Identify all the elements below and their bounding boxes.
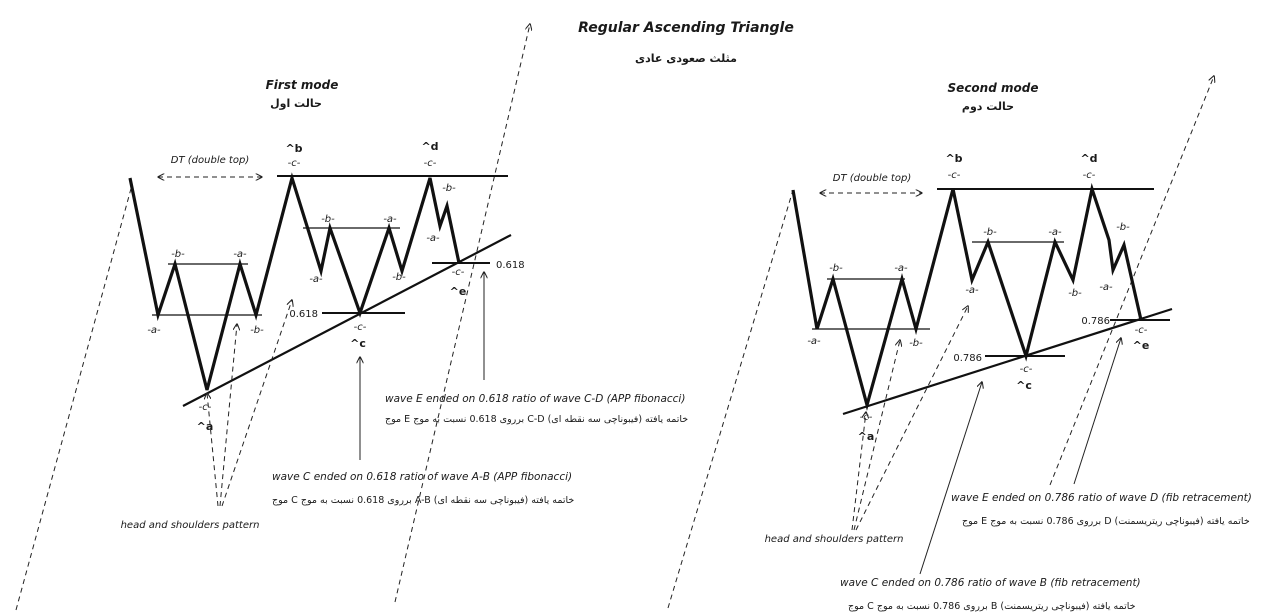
- first-ann-e-fa: موج E برروی 0.618 نسبت به موج C-D خاتمه …: [385, 414, 688, 425]
- first-label-a4: -a-: [383, 214, 397, 225]
- second-point-e: ^e: [1133, 339, 1150, 352]
- second-point-b: ^b: [945, 152, 962, 165]
- first-price-zigzag: [128, 172, 461, 391]
- second-hs-label: head and shoulders pattern: [765, 534, 904, 545]
- first-hs-label: head and shoulders pattern: [121, 520, 260, 531]
- first-ann-c: wave C ended on 0.618 ratio of wave A-B …: [272, 471, 572, 483]
- second-label-c-top2: -c-: [1083, 170, 1096, 181]
- first-point-c: ^c: [350, 337, 366, 350]
- second-mode-title: Second mode: [948, 81, 1039, 95]
- second-hs-pointer-2: [853, 340, 900, 531]
- first-label-b2: -b-: [250, 325, 264, 336]
- first-label-a3: -a-: [309, 274, 323, 285]
- second-fib-c: 0.786: [953, 353, 982, 364]
- first-label-c-top2: -c-: [424, 158, 437, 169]
- first-ann-c-fa: موج C برروی 0.618 نسبت به موج A-B خاتمه …: [272, 495, 574, 506]
- second-label-a1: -a-: [807, 336, 821, 347]
- first-fib-c: 0.618: [289, 309, 318, 320]
- second-label-c-e: -c-: [1135, 325, 1148, 336]
- first-point-a: ^a: [197, 420, 214, 433]
- first-label-b5: -b-: [442, 183, 456, 194]
- second-point-c: ^c: [1016, 379, 1032, 392]
- first-label-b3: -b-: [321, 214, 335, 225]
- diagram-title-fa: مثلث صعودی عادی: [635, 52, 737, 65]
- second-point-a: ^a: [858, 430, 875, 443]
- second-hs-pointer-1: [851, 412, 866, 531]
- second-ann-e: wave E ended on 0.786 ratio of wave D (f…: [951, 492, 1252, 504]
- first-hs-pointer-2: [219, 324, 237, 507]
- right-guide-line: [394, 24, 530, 603]
- second-label-b4: -b-: [1068, 288, 1082, 299]
- second-dt-label: DT (double top): [833, 173, 911, 184]
- left-guide-line: [15, 184, 133, 611]
- second-label-a4: -a-: [1048, 227, 1062, 238]
- second-price-zigzag: [791, 182, 1143, 412]
- second-label-a5: -a-: [1099, 282, 1113, 293]
- second-label-c-mid: -c-: [1020, 364, 1033, 375]
- first-label-a2: -a-: [233, 249, 247, 260]
- first-dt-label: DT (double top): [171, 155, 249, 166]
- second-label-c-top1: -c-: [948, 170, 961, 181]
- second-mode-title-fa: حالت دوم: [962, 100, 1014, 113]
- first-label-a5: -a-: [426, 233, 440, 244]
- first-label-b1: -b-: [171, 249, 185, 260]
- second-label-b5: -b-: [1116, 222, 1130, 233]
- second-label-b3: -b-: [983, 227, 997, 238]
- first-label-c-top1: -c-: [288, 158, 301, 169]
- first-mode-title-fa: حالت اول: [270, 97, 322, 110]
- first-hs-pointer-1: [207, 393, 219, 507]
- second-hs-pointer-3: [855, 306, 968, 531]
- second-ann-c-arrow: [919, 382, 982, 575]
- second-label-a2: -a-: [894, 263, 908, 274]
- second-mode-panel: Second mode حالت دوم DT (double top) -a-…: [667, 76, 1252, 612]
- diagram-title: Regular Ascending Triangle: [578, 20, 794, 36]
- first-ann-e: wave E ended on 0.618 ratio of wave C-D …: [385, 393, 685, 405]
- second-label-b1: -b-: [829, 263, 843, 274]
- first-label-b4: -b-: [392, 272, 406, 283]
- second-label-b2: -b-: [909, 338, 923, 349]
- first-label-a1: -a-: [147, 325, 161, 336]
- second-ann-e-arrow: [1073, 338, 1121, 485]
- second-fib-e: 0.786: [1081, 316, 1110, 327]
- first-point-d: ^d: [421, 140, 438, 153]
- first-label-c-e: -c-: [452, 267, 465, 278]
- first-mode-title: First mode: [266, 78, 339, 92]
- first-point-e: ^e: [450, 285, 467, 298]
- first-support-trendline: [182, 234, 512, 407]
- first-label-c-mid: -c-: [354, 322, 367, 333]
- second-ann-e-fa: موج E برروی 0.786 نسبت به موج D خاتمه یا…: [962, 516, 1250, 527]
- second-point-d: ^d: [1080, 152, 1097, 165]
- first-hs-pointer-3: [221, 300, 292, 507]
- second-support-trendline: [842, 307, 1173, 416]
- first-label-c-bottom: -c-: [199, 402, 212, 413]
- second-left-guide-line: [667, 189, 794, 609]
- second-ann-c-fa: موج C برروی 0.786 نسبت به موج B خاتمه یا…: [848, 601, 1136, 612]
- first-point-b: ^b: [285, 142, 302, 155]
- first-mode-panel: First mode حالت اول DT (double top) -a- …: [15, 24, 688, 611]
- first-fib-e: 0.618: [496, 260, 525, 271]
- second-label-a3: -a-: [965, 285, 979, 296]
- second-ann-c: wave C ended on 0.786 ratio of wave B (f…: [840, 577, 1141, 589]
